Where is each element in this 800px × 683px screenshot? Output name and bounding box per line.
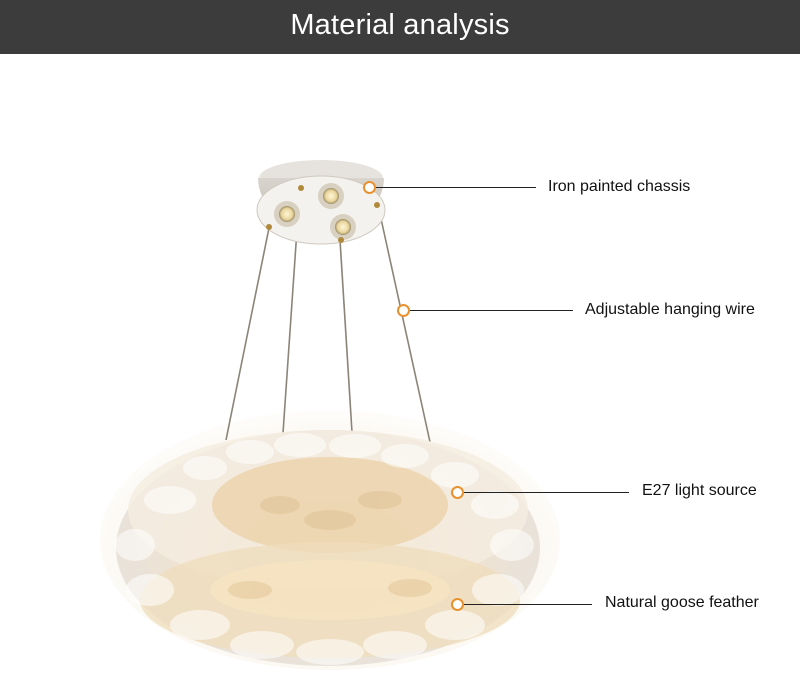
marker-dot-icon <box>397 304 410 317</box>
callout-label-goose-feather: Natural goose feather <box>605 594 759 611</box>
marker-dot-icon <box>451 486 464 499</box>
leader-line <box>464 492 629 493</box>
marker-dot-icon <box>363 181 376 194</box>
title-banner: Material analysis <box>0 0 800 54</box>
feather-ring <box>115 430 540 666</box>
leader-line <box>464 604 592 605</box>
callout-label-hanging-wire: Adjustable hanging wire <box>585 301 755 318</box>
chassis-canopy <box>256 160 386 245</box>
callout-label-chassis: Iron painted chassis <box>548 178 691 195</box>
leader-line <box>410 310 573 311</box>
callout-hanging-wire: Adjustable hanging wire <box>0 0 800 318</box>
leader-line <box>376 187 536 188</box>
callout-light-source: E27 light source <box>0 0 800 499</box>
callout-chassis: Iron painted chassis <box>0 0 800 195</box>
callout-label-light-source: E27 light source <box>642 482 757 499</box>
marker-dot-icon <box>451 598 464 611</box>
page-title: Material analysis <box>290 9 510 41</box>
callout-goose-feather: Natural goose feather <box>0 0 800 611</box>
